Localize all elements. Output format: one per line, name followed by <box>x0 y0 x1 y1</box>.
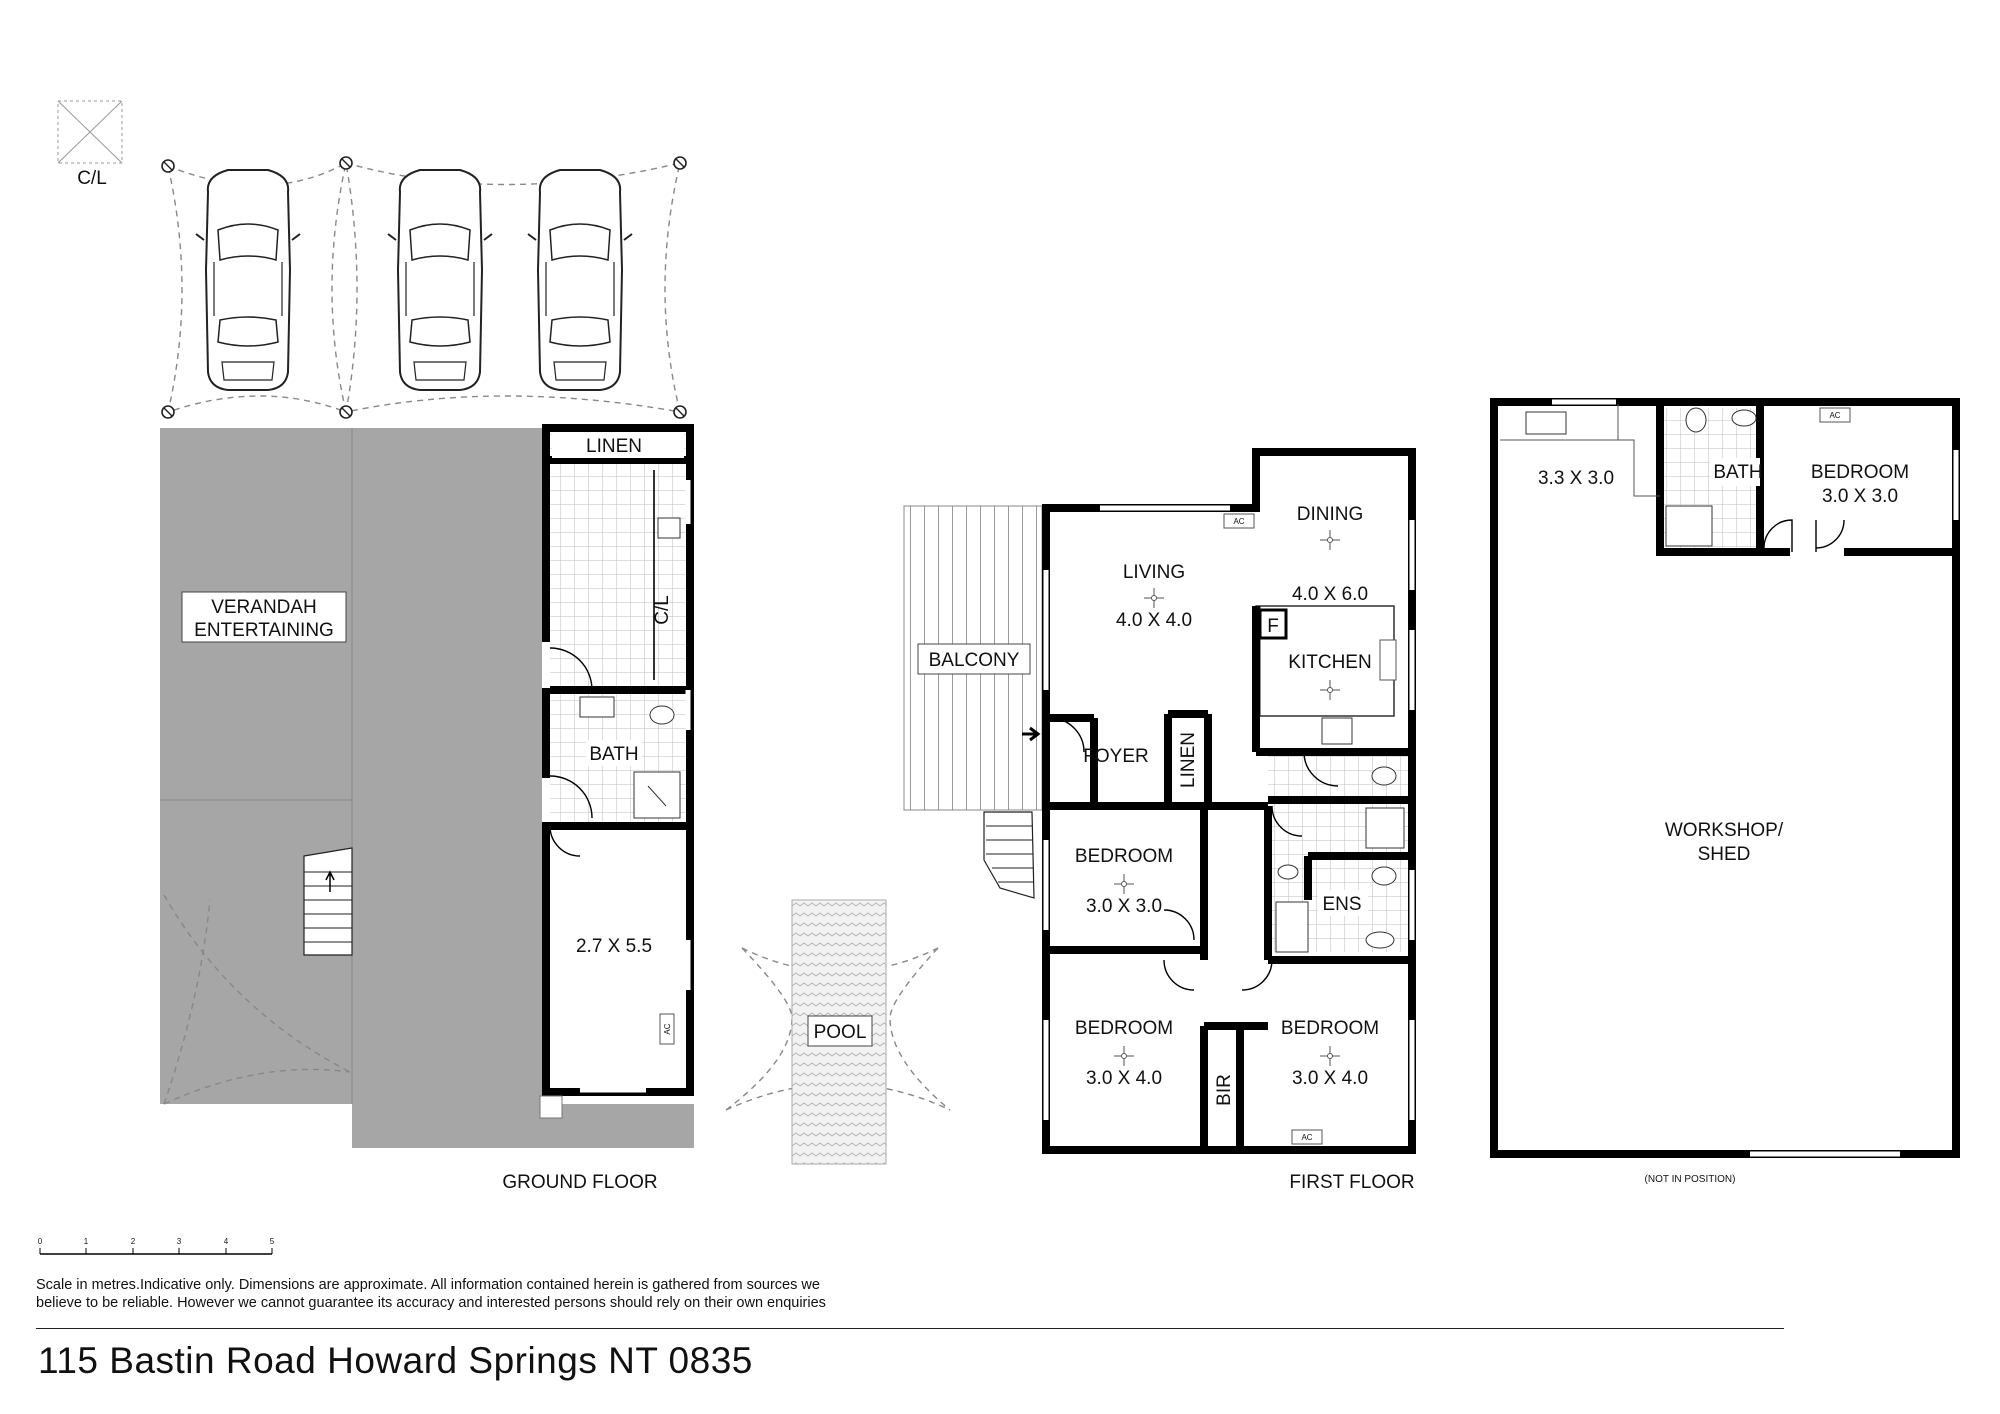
ceiling-fan-icon <box>1319 1045 1341 1067</box>
ceiling-fan-icon <box>1319 529 1341 551</box>
living-dims-label: 4.0 X 4.0 <box>1116 610 1192 631</box>
verandah-label-line2: ENTERTAINING <box>194 620 334 641</box>
sail-post-icon <box>673 156 687 170</box>
ac-tag: AC <box>663 1023 672 1034</box>
car-icon <box>387 169 493 391</box>
disclaimer-line: believe to be reliable. However we canno… <box>36 1295 826 1311</box>
bedroom2-dims-label: 3.0 X 4.0 <box>1086 1068 1162 1089</box>
sail-post-icon <box>673 405 687 419</box>
workshop-ac-tag: AC <box>1829 411 1840 420</box>
dining-label: DINING <box>1297 504 1364 525</box>
first-floor-caption: FIRST FLOOR <box>1289 1172 1414 1193</box>
bedroom1-label: BEDROOM <box>1075 846 1173 867</box>
sail-post-icon <box>161 405 175 419</box>
not-in-position-note: (NOT IN POSITION) <box>1645 1174 1736 1185</box>
balcony-stairs <box>983 811 1035 899</box>
basin-icon <box>1277 864 1299 880</box>
scale-tick-label: 2 <box>131 1237 136 1246</box>
bath-label: BATH <box>589 744 638 765</box>
ground-floor: C/L <box>57 100 694 1193</box>
kitchen-label: KITCHEN <box>1288 652 1371 673</box>
cl-cupboard-label: C/L <box>652 595 673 625</box>
bedroom3-dims-label: 3.0 X 4.0 <box>1292 1068 1368 1089</box>
basin-icon <box>1731 409 1757 427</box>
ground-wet-areas <box>546 432 688 826</box>
ensuite-label: ENS <box>1322 894 1361 915</box>
sail-post-icon <box>339 156 353 170</box>
scale-tick-label: 4 <box>224 1237 229 1246</box>
pool-label: POOL <box>814 1022 867 1043</box>
basin-icon <box>1365 931 1395 949</box>
ceiling-fan-icon <box>1113 873 1135 895</box>
entry-arrow-icon <box>1022 726 1041 742</box>
scale-tick-label: 0 <box>38 1237 43 1246</box>
shower-icon <box>1275 901 1309 953</box>
room-dims-label: 2.7 X 5.5 <box>576 936 652 957</box>
verandah-area-right <box>352 428 542 1108</box>
shade-sails <box>161 156 687 419</box>
car-icon <box>195 169 301 391</box>
sink-icon <box>1525 411 1567 435</box>
cooktop-icon <box>1321 717 1353 745</box>
fridge-label: F <box>1267 616 1279 637</box>
first-floor: BALCONY <box>903 448 1416 1193</box>
workshop: 3.3 X 3.0 BATH BEDROOM 3.0 X 3.0 AC WORK… <box>1490 398 1960 1185</box>
workshop-bedroom-dims: 3.0 X 3.0 <box>1822 486 1898 507</box>
ground-floor-caption: GROUND FLOOR <box>502 1172 657 1193</box>
ac-tag-bedroom: AC <box>1301 1133 1312 1142</box>
shower-icon <box>1665 505 1713 547</box>
ceiling-fan-icon <box>1143 587 1165 609</box>
toilet-icon <box>1685 407 1707 433</box>
shower-icon <box>1365 807 1405 849</box>
toilet-icon <box>1371 866 1397 886</box>
dining-dims-label: 4.0 X 6.0 <box>1292 584 1368 605</box>
sail-post-icon <box>339 405 353 419</box>
property-address: 115 Bastin Road Howard Springs NT 0835 <box>38 1340 753 1381</box>
clothes-line-label: C/L <box>77 168 107 189</box>
verandah-label-line1: VERANDAH <box>211 597 317 618</box>
verandah-label: VERANDAH ENTERTAINING <box>181 591 347 643</box>
foyer-label: FOYER <box>1083 746 1148 767</box>
verandah-front-strip <box>352 1104 694 1148</box>
basin-icon <box>579 696 615 718</box>
workshop-bath-label: BATH <box>1713 462 1762 483</box>
balcony-label: BALCONY <box>929 650 1020 671</box>
bir-label: BIR <box>1214 1074 1235 1106</box>
workshop-label-line2: SHED <box>1698 844 1751 865</box>
scale-tick-label: 5 <box>270 1237 275 1246</box>
scale-tick-label: 3 <box>177 1237 182 1246</box>
bedroom1-dims-label: 3.0 X 3.0 <box>1086 896 1162 917</box>
sail-post-icon <box>161 159 175 173</box>
shower-icon <box>633 771 681 819</box>
ground-stairs <box>303 847 353 956</box>
ac-tag-living: AC <box>1233 517 1244 526</box>
scale-tick-label: 1 <box>84 1237 89 1246</box>
bedroom3-label: BEDROOM <box>1281 1018 1379 1039</box>
clothes-line-post: C/L <box>57 100 123 189</box>
workshop-label-line1: WORKSHOP/ <box>1665 820 1784 841</box>
living-label: LIVING <box>1123 562 1185 583</box>
ceiling-fan-icon <box>1113 1045 1135 1067</box>
disclaimer-line: Scale in metres.Indicative only. Dimensi… <box>36 1277 820 1293</box>
bedroom2-label: BEDROOM <box>1075 1018 1173 1039</box>
linen-first-label: LINEN <box>1178 732 1199 788</box>
footer-divider <box>36 1328 1784 1329</box>
workshop-room-dims: 3.3 X 3.0 <box>1538 468 1614 489</box>
workshop-bedroom-label: BEDROOM <box>1811 462 1909 483</box>
pool: POOL <box>725 899 951 1165</box>
car-icon <box>527 169 633 391</box>
disclaimer: Scale in metres.Indicative only. Dimensi… <box>36 1276 956 1312</box>
toilet-icon <box>1371 766 1397 786</box>
linen-label: LINEN <box>586 436 642 457</box>
toilet-icon <box>649 705 675 725</box>
scale-bar: 0 1 2 3 4 5 <box>38 1237 275 1255</box>
